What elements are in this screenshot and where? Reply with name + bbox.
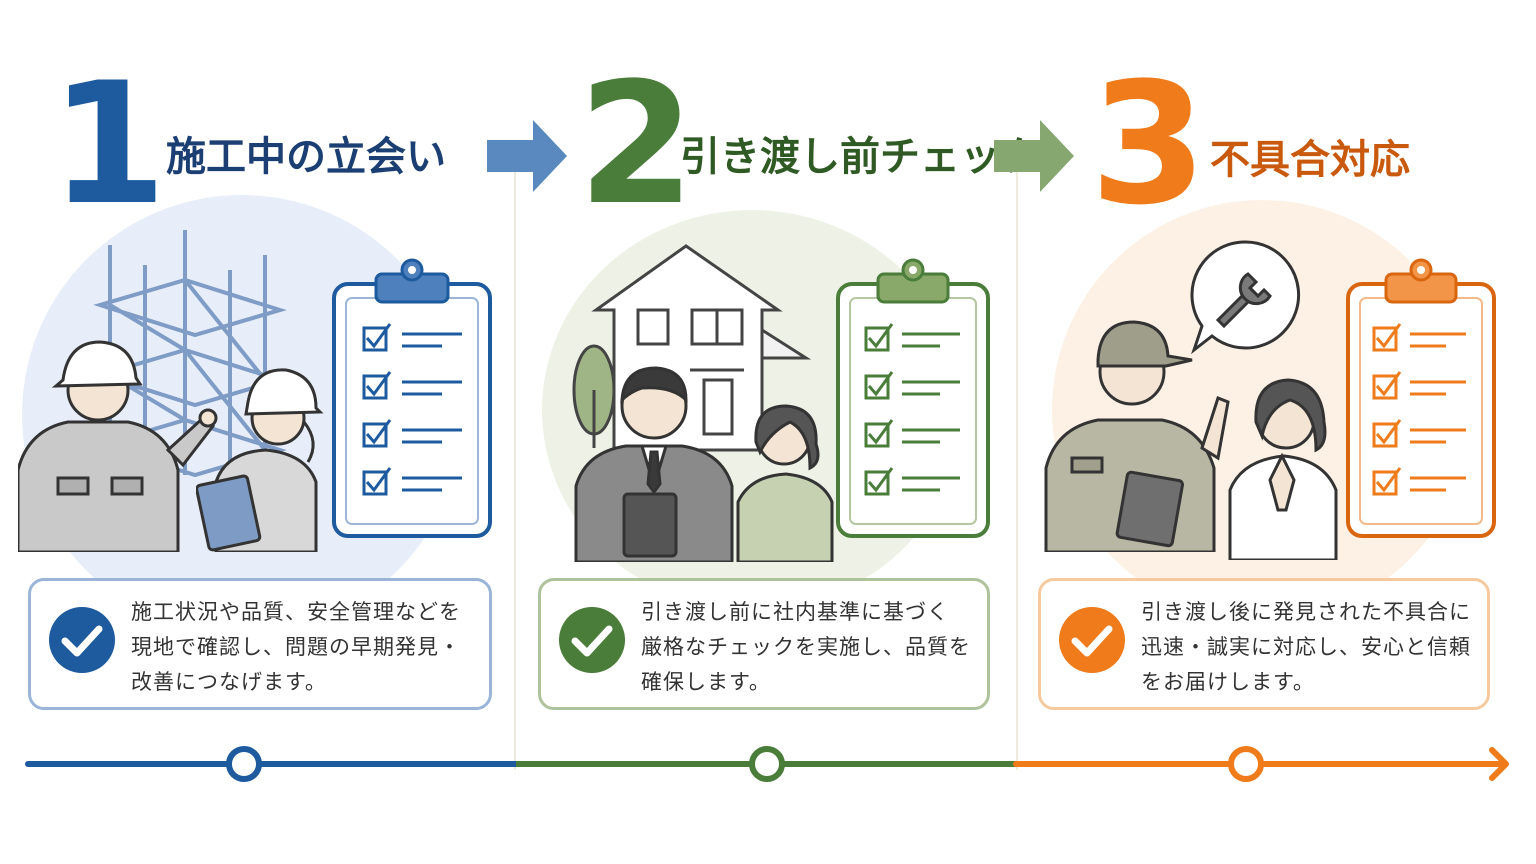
step-2-number: 2 (578, 46, 695, 242)
timeline-node-2 (749, 746, 785, 782)
step-1-number: 1 (50, 46, 167, 242)
staff-person-icon (574, 366, 734, 562)
timeline-node-1 (226, 746, 262, 782)
description-line: 引き渡し後に発見された不具合に (1141, 600, 1471, 624)
step-2-description: 引き渡し前に社内基準に基づく 厳格なチェックを実施し、品質を 確保します。 (641, 595, 973, 700)
description-line: 引き渡し前に社内基準に基づく (641, 600, 949, 624)
progress-timeline (25, 746, 1509, 782)
description-line: 確保します。 (641, 670, 771, 694)
checklist-clipboard-icon (1346, 258, 1496, 538)
inspector-worker-icon (196, 368, 324, 552)
step-1-description-box: 施工状況や品質、安全管理などを 現地で確認し、問題の早期発見・ 改善につなげます… (28, 578, 492, 710)
check-icon (49, 607, 115, 673)
step-2: 2 引き渡し前チェック (516, 0, 1040, 864)
repair-worker-icon (1044, 320, 1230, 552)
step-1: 1 施工中の立会い (0, 0, 514, 864)
step-3-description-box: 引き渡し後に発見された不具合に 迅速・誠実に対応し、安心と信頼 をお届けします。 (1038, 578, 1490, 710)
check-icon (1059, 607, 1125, 673)
column-divider-1 (514, 150, 516, 770)
timeline-node-3 (1228, 746, 1264, 782)
description-line: 迅速・誠実に対応し、安心と信頼 (1141, 635, 1471, 659)
description-line: 施工状況や品質、安全管理などを (131, 600, 461, 624)
step-3: 3 不具合対応 (1018, 0, 1536, 864)
customer-person-icon (736, 404, 834, 562)
description-line: 改善につなげます。 (131, 670, 327, 694)
step-2-description-box: 引き渡し前に社内基準に基づく 厳格なチェックを実施し、品質を 確保します。 (538, 578, 990, 710)
description-line: 厳格なチェックを実施し、品質を (641, 635, 971, 659)
step-3-description: 引き渡し後に発見された不具合に 迅速・誠実に対応し、安心と信頼 をお届けします。 (1141, 595, 1473, 700)
check-icon (559, 607, 625, 673)
description-line: 現地で確認し、問題の早期発見・ (131, 635, 461, 659)
flow-arrow-2-to-3 (994, 120, 1074, 192)
description-line: をお届けします。 (1141, 670, 1315, 694)
step-2-title: 引き渡し前チェック (680, 134, 1040, 180)
timeline-arrow-head (1489, 747, 1509, 781)
step-3-number: 3 (1090, 46, 1207, 242)
flow-arrow-1-to-2 (487, 120, 567, 192)
checklist-clipboard-icon (836, 258, 990, 538)
wrench-speech-bubble-icon (1190, 240, 1301, 354)
step-3-title: 不具合対応 (1210, 137, 1410, 183)
step-1-title: 施工中の立会い (166, 134, 446, 180)
customer-person-icon (1228, 378, 1338, 560)
step-1-description: 施工状況や品質、安全管理などを 現地で確認し、問題の早期発見・ 改善につなげます… (131, 595, 475, 700)
column-divider-2 (1016, 150, 1018, 770)
checklist-clipboard-icon (332, 258, 492, 538)
construction-worker-icon (18, 340, 218, 552)
